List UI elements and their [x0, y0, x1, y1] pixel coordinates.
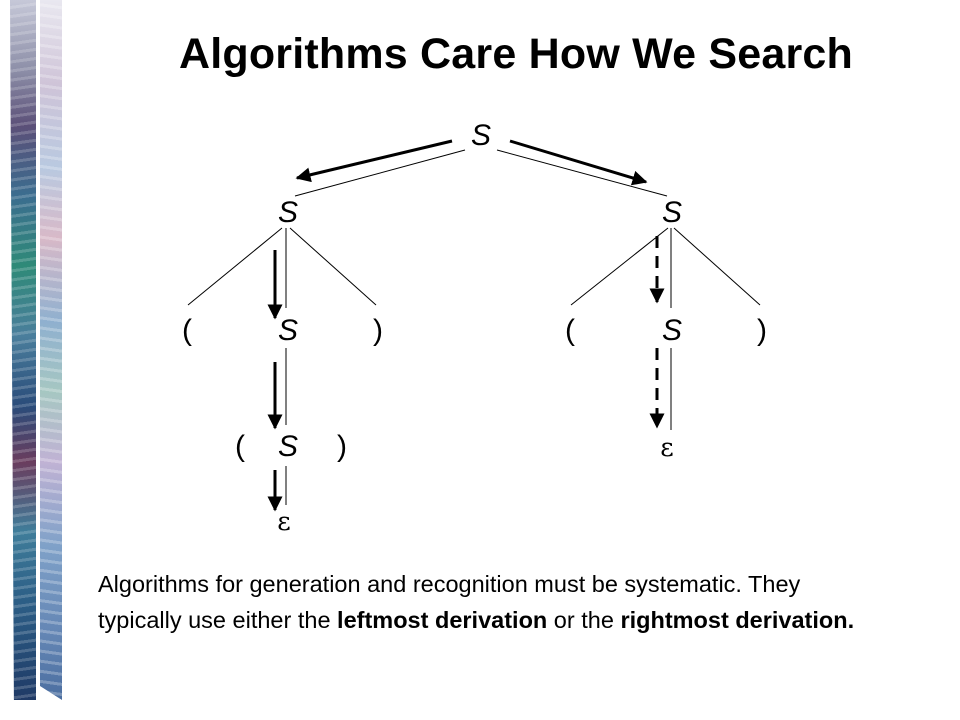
rightmost-arrow-root-to-right	[509, 139, 648, 186]
node-right-close-paren: )	[757, 314, 767, 347]
node-right-open-paren: (	[565, 314, 575, 347]
node-left-inner: S	[278, 314, 298, 347]
tree-edges	[187, 149, 761, 505]
edge-root-right	[496, 149, 668, 197]
node-left-deep-open-paren: (	[235, 430, 245, 463]
node-left-child: S	[278, 196, 298, 229]
node-left-open-paren: (	[182, 314, 192, 347]
edge-left-to-close-paren	[289, 227, 377, 306]
edge-left-to-open-paren	[187, 227, 283, 306]
page-title: Algorithms Care How We Search	[178, 30, 854, 78]
node-right-inner: S	[662, 314, 682, 347]
caption-leftmost-term: leftmost derivation	[337, 607, 548, 633]
edge-right-to-open-paren	[570, 227, 669, 306]
edge-root-left	[294, 149, 466, 197]
edge-right-to-close-paren	[673, 227, 761, 306]
node-left-deep-inner: S	[278, 430, 298, 463]
caption-paragraph: Algorithms for generation and recognitio…	[98, 566, 858, 638]
node-right-epsilon: ε	[660, 433, 673, 463]
leftmost-arrow-root-to-left	[295, 139, 453, 183]
caption-rightmost-term: rightmost derivation.	[620, 607, 855, 633]
decorative-strip-left	[10, 0, 36, 700]
decorative-strip-right	[40, 0, 62, 700]
derivation-arrows	[267, 139, 665, 512]
node-left-close-paren: )	[373, 314, 383, 347]
caption-part1: Algorithms for generation and recognitio…	[98, 571, 801, 633]
node-left-deep-close-paren: )	[337, 430, 347, 463]
node-left-epsilon: ε	[277, 507, 290, 537]
node-right-child: S	[662, 196, 682, 229]
node-root: S	[471, 119, 491, 152]
caption-part2: or the	[547, 607, 621, 633]
